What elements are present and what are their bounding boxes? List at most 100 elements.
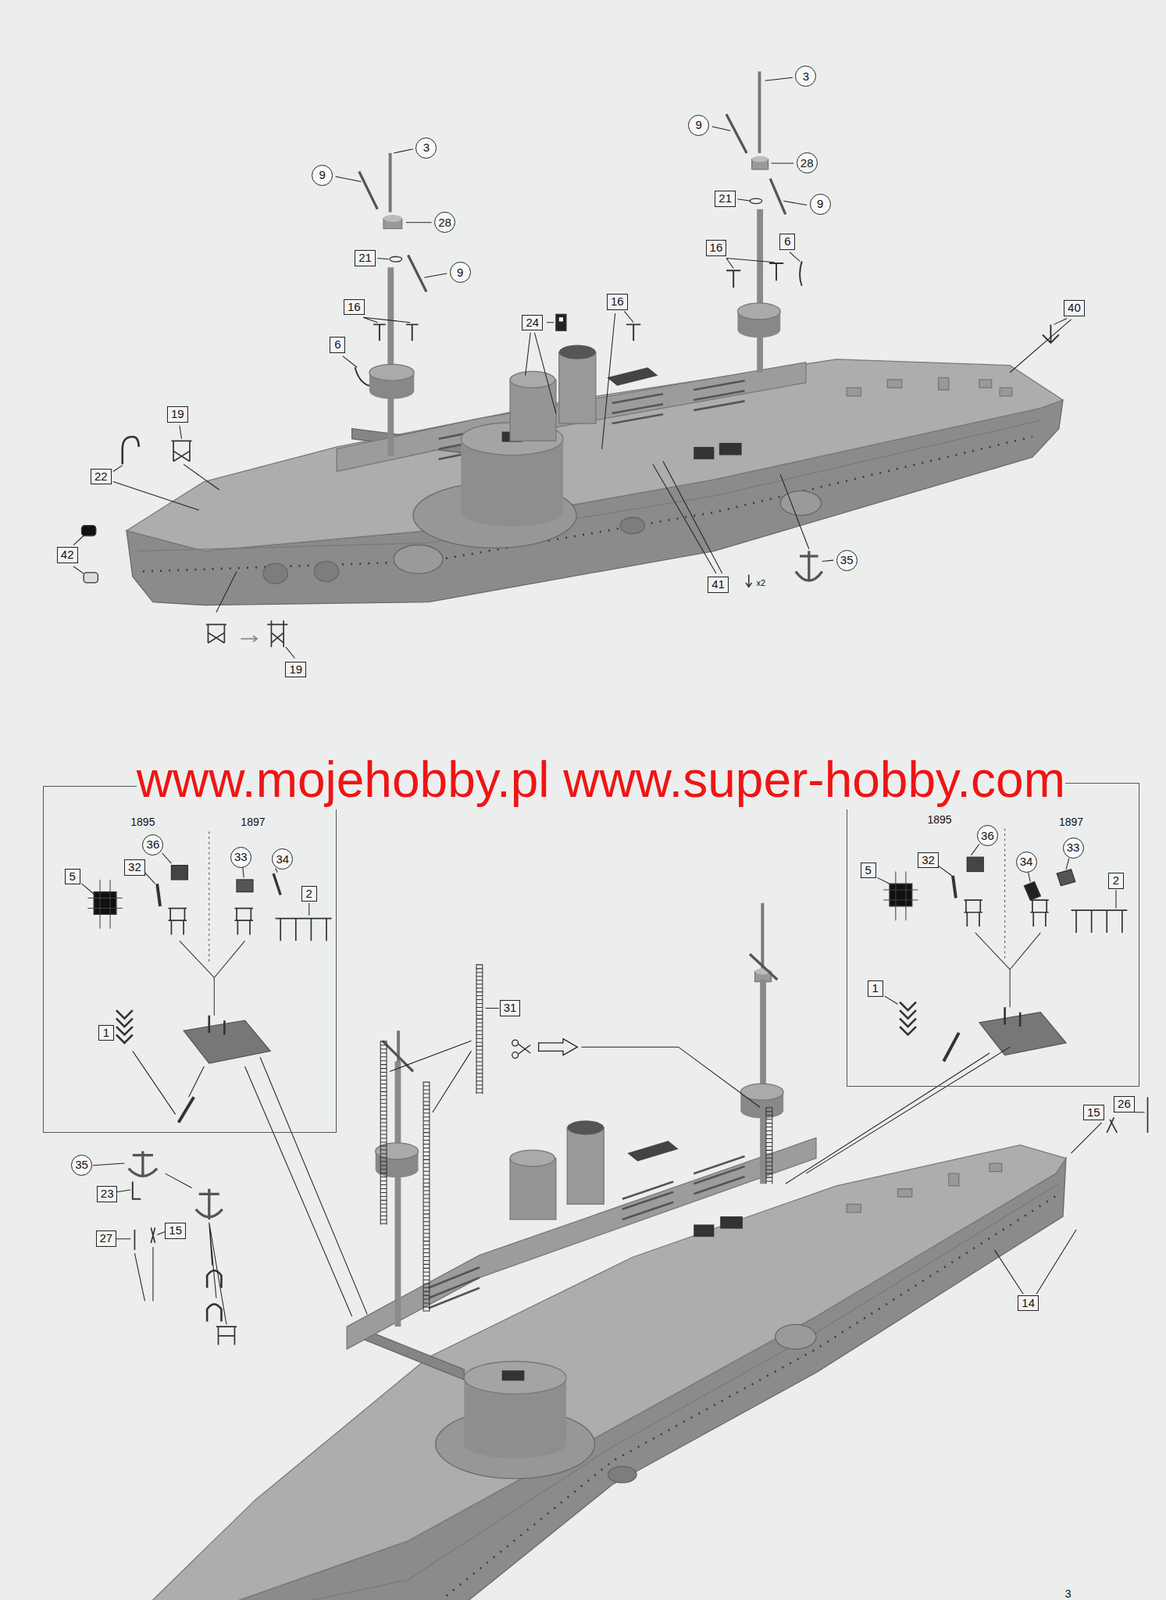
callout-number: 9	[695, 118, 703, 132]
loose-part	[267, 620, 288, 647]
callout-box: 2	[301, 885, 318, 903]
ship-model	[693, 1223, 714, 1237]
ship-model	[627, 1140, 678, 1161]
ship-model	[387, 267, 394, 457]
loose-part	[171, 440, 192, 461]
callout-box: 19	[167, 406, 189, 423]
callout-box: 19	[285, 661, 307, 678]
ladder-part	[383, 963, 770, 1311]
callout-number: 35	[840, 553, 854, 567]
callout-circle: 9	[449, 261, 471, 283]
callout-number: 23	[100, 1187, 115, 1201]
callout-box: 22	[90, 468, 112, 485]
callout-number: 9	[816, 197, 824, 211]
version-year: 1897	[1059, 816, 1084, 828]
ship-model	[463, 1360, 567, 1394]
ship-model	[313, 560, 339, 582]
leader-line	[377, 252, 800, 279]
ship-model	[758, 71, 762, 153]
loose-part	[132, 1181, 141, 1199]
inset-parts	[234, 908, 254, 935]
loose-part	[373, 263, 784, 341]
inset-parts	[943, 1032, 960, 1062]
callout-number: 24	[525, 316, 539, 330]
inset-parts	[899, 1001, 917, 1035]
loose-part	[355, 260, 803, 386]
ship-model	[719, 442, 742, 456]
loose-part	[1042, 324, 1060, 343]
ladder-part	[380, 963, 773, 1311]
callout-box: 14	[1017, 1294, 1039, 1312]
callout-number: 2	[1112, 873, 1120, 888]
callout-box: 24	[521, 314, 543, 332]
callout-number: 34	[275, 852, 289, 867]
ladder-part	[380, 963, 773, 1311]
callout-box: 40	[1063, 299, 1085, 317]
callout-number: 28	[800, 156, 814, 171]
callout-number: 40	[1067, 301, 1081, 315]
ship-model	[566, 1126, 604, 1204]
cut-symbol	[512, 1051, 519, 1059]
callout-number: 9	[319, 168, 326, 182]
callout-circle: 36	[142, 834, 164, 856]
callout-number: 36	[146, 837, 161, 852]
ship-model	[737, 303, 781, 320]
ship-model	[608, 1465, 638, 1483]
callout-box: 21	[354, 249, 376, 267]
leader-line	[342, 318, 1072, 414]
callout-number: 22	[94, 470, 108, 484]
quantity-note: x2	[756, 577, 767, 589]
loose-part	[559, 317, 564, 321]
callout-box: 41	[707, 576, 729, 593]
version-year: 1895	[130, 816, 155, 828]
inset-parts	[275, 918, 332, 942]
inset-parts	[168, 908, 188, 935]
loose-part	[1106, 1096, 1148, 1133]
inset-parts	[209, 1015, 225, 1035]
inset-parts	[179, 940, 246, 1015]
callout-number: 6	[334, 338, 341, 352]
callout-number: 5	[864, 863, 871, 878]
inset-parts	[183, 1019, 271, 1063]
callout-box: 26	[1113, 1095, 1135, 1113]
ship-model	[388, 153, 393, 213]
callout-number: 42	[60, 548, 75, 562]
ship-model	[383, 214, 403, 222]
inset-panel: 1895189736333432521	[42, 785, 337, 1133]
leader-line	[132, 1050, 368, 1316]
callout-number: 2	[306, 887, 313, 901]
callout-box: 6	[779, 233, 796, 250]
inset-parts	[1071, 909, 1128, 933]
ship-model	[846, 377, 1013, 396]
callout-number: 3	[423, 141, 430, 155]
loose-part	[83, 572, 98, 583]
ship-model	[737, 320, 781, 338]
inset-parts	[966, 856, 984, 871]
callout-number: 32	[128, 860, 142, 874]
ship-model	[127, 1144, 1067, 1600]
leader-line	[877, 843, 1117, 1004]
ship-model	[740, 1101, 784, 1119]
inset-parts	[87, 879, 122, 929]
inset-parts	[975, 932, 1042, 1007]
callout-box: 32	[124, 859, 146, 876]
callout-box: 2	[1108, 872, 1124, 889]
loose-part	[81, 114, 1059, 647]
callout-circle: 9	[809, 193, 831, 215]
callout-box: 5	[860, 862, 877, 879]
callout-number: 16	[709, 241, 724, 255]
ship-model	[606, 367, 658, 386]
callout-number: 1	[872, 981, 879, 995]
ship-model	[126, 71, 1063, 605]
callout-number: 33	[1066, 841, 1081, 855]
callout-number: 6	[784, 235, 791, 249]
callout-number: 34	[1019, 855, 1034, 869]
callout-circle: 3	[415, 137, 437, 159]
inset-parts	[1030, 899, 1049, 927]
inset-parts	[171, 865, 188, 880]
leader-line	[785, 1046, 1010, 1184]
leader-line	[994, 1112, 1145, 1295]
callout-box: 6	[329, 336, 346, 354]
callout-number: 26	[1117, 1097, 1131, 1111]
callout-box: 16	[606, 293, 628, 311]
